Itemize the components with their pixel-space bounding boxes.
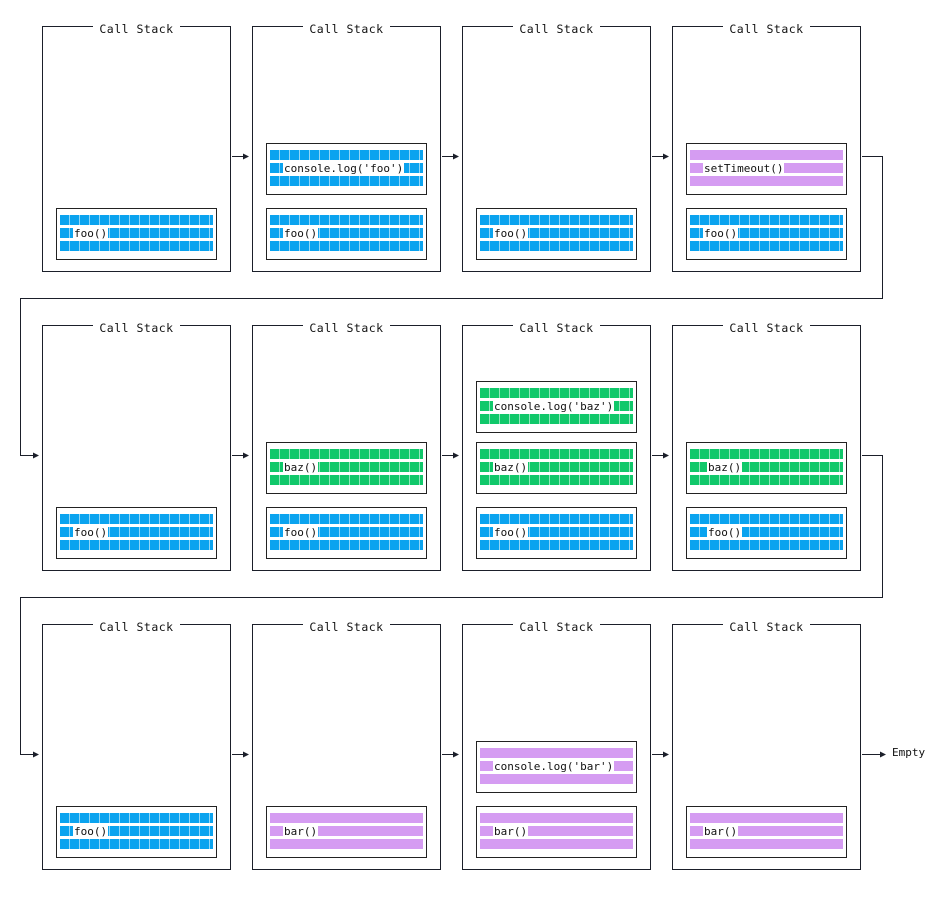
panel-title: Call Stack (463, 317, 650, 336)
call-stack-panel: Call Stack bar() console.log('bar') (462, 620, 651, 870)
wrap-arrow-head (33, 452, 39, 459)
stack-frame: foo() (56, 208, 217, 260)
stack-frame-label: baz() (707, 461, 743, 474)
stack-frame: baz() (266, 442, 427, 494)
wrap-arrow-head (33, 751, 39, 758)
stack-frame-label: console.log('baz') (493, 400, 615, 413)
stack-frame-label: bar() (283, 825, 319, 838)
panel-title: Call Stack (43, 317, 230, 336)
call-stack-panel: Call Stack foo() (42, 321, 231, 571)
panel-title-text: Call Stack (303, 620, 390, 634)
panel-title: Call Stack (253, 18, 440, 37)
stack-frame: baz() (476, 442, 637, 494)
stack-frame: bar() (266, 806, 427, 858)
call-stack-panel: Call Stack foo() setTimeout() (672, 22, 861, 272)
stack-frame: foo() (686, 507, 847, 559)
panel-title-text: Call Stack (723, 321, 810, 335)
panel-title-text: Call Stack (93, 321, 180, 335)
flow-arrow-head (663, 751, 669, 758)
call-stack-panel: Call Stack bar() (252, 620, 441, 870)
panel-title-text: Call Stack (93, 620, 180, 634)
flow-arrow-head (453, 153, 459, 160)
stack-frame-label: bar() (493, 825, 529, 838)
panel-title-text: Call Stack (303, 321, 390, 335)
panel-title-text: Call Stack (513, 620, 600, 634)
call-stack-panel: Call Stack foo() baz() (252, 321, 441, 571)
call-stack-panel: Call Stack foo() console.log('foo') (252, 22, 441, 272)
panel-title-text: Call Stack (513, 321, 600, 335)
stack-frame-label: baz() (493, 461, 529, 474)
panel-title-text: Call Stack (303, 22, 390, 36)
stack-frame: foo() (476, 507, 637, 559)
stack-frame: foo() (686, 208, 847, 260)
flow-arrow-head (243, 751, 249, 758)
flow-arrow-head (663, 452, 669, 459)
stack-frame: console.log('baz') (476, 381, 637, 433)
empty-label: Empty (892, 746, 926, 759)
panel-title-text: Call Stack (513, 22, 600, 36)
stack-frame: foo() (56, 806, 217, 858)
stack-frame: foo() (266, 208, 427, 260)
stack-frame: bar() (686, 806, 847, 858)
panel-title: Call Stack (673, 18, 860, 37)
flow-arrow-head (453, 751, 459, 758)
panel-title: Call Stack (673, 317, 860, 336)
panel-title-text: Call Stack (723, 620, 810, 634)
flow-arrow-head (243, 452, 249, 459)
stack-frame-label: bar() (703, 825, 739, 838)
panel-title: Call Stack (673, 616, 860, 635)
stack-frame-label: console.log('bar') (493, 760, 615, 773)
stack-frame-label: foo() (707, 526, 743, 539)
stack-frame-label: foo() (283, 227, 319, 240)
stack-frame: foo() (266, 507, 427, 559)
wrap-arrow (20, 455, 883, 755)
stack-frame-label: foo() (493, 227, 529, 240)
flow-arrow-head (243, 153, 249, 160)
panel-title-text: Call Stack (723, 22, 810, 36)
end-arrow-head (880, 751, 886, 758)
panel-title: Call Stack (253, 317, 440, 336)
stack-frame-label: foo() (73, 825, 109, 838)
stack-frame-label: foo() (73, 227, 109, 240)
stack-frame-label: console.log('foo') (283, 162, 405, 175)
call-stack-panel: Call Stack foo() (42, 620, 231, 870)
flow-arrow-head (453, 452, 459, 459)
stack-frame-label: foo() (73, 526, 109, 539)
stack-frame-label: setTimeout() (703, 162, 785, 175)
call-stack-panel: Call Stack foo() (462, 22, 651, 272)
panel-title: Call Stack (253, 616, 440, 635)
stack-frame: foo() (476, 208, 637, 260)
panel-title-text: Call Stack (93, 22, 180, 36)
panel-title: Call Stack (43, 18, 230, 37)
panel-title: Call Stack (463, 616, 650, 635)
stack-frame-label: foo() (283, 526, 319, 539)
call-stack-panel: Call Stack bar() (672, 620, 861, 870)
call-stack-panel: Call Stack foo() baz() (672, 321, 861, 571)
panel-title: Call Stack (43, 616, 230, 635)
wrap-arrow (20, 156, 883, 456)
flow-arrow-head (663, 153, 669, 160)
stack-frame: baz() (686, 442, 847, 494)
stack-frame: console.log('bar') (476, 741, 637, 793)
stack-frame-label: foo() (703, 227, 739, 240)
call-stack-panel: Call Stack foo() (42, 22, 231, 272)
stack-frame-label: baz() (283, 461, 319, 474)
stack-frame: setTimeout() (686, 143, 847, 195)
stack-frame: bar() (476, 806, 637, 858)
stack-frame: console.log('foo') (266, 143, 427, 195)
call-stack-panel: Call Stack foo() baz() console.log('baz') (462, 321, 651, 571)
panel-title: Call Stack (463, 18, 650, 37)
stack-frame-label: foo() (493, 526, 529, 539)
stack-frame: foo() (56, 507, 217, 559)
